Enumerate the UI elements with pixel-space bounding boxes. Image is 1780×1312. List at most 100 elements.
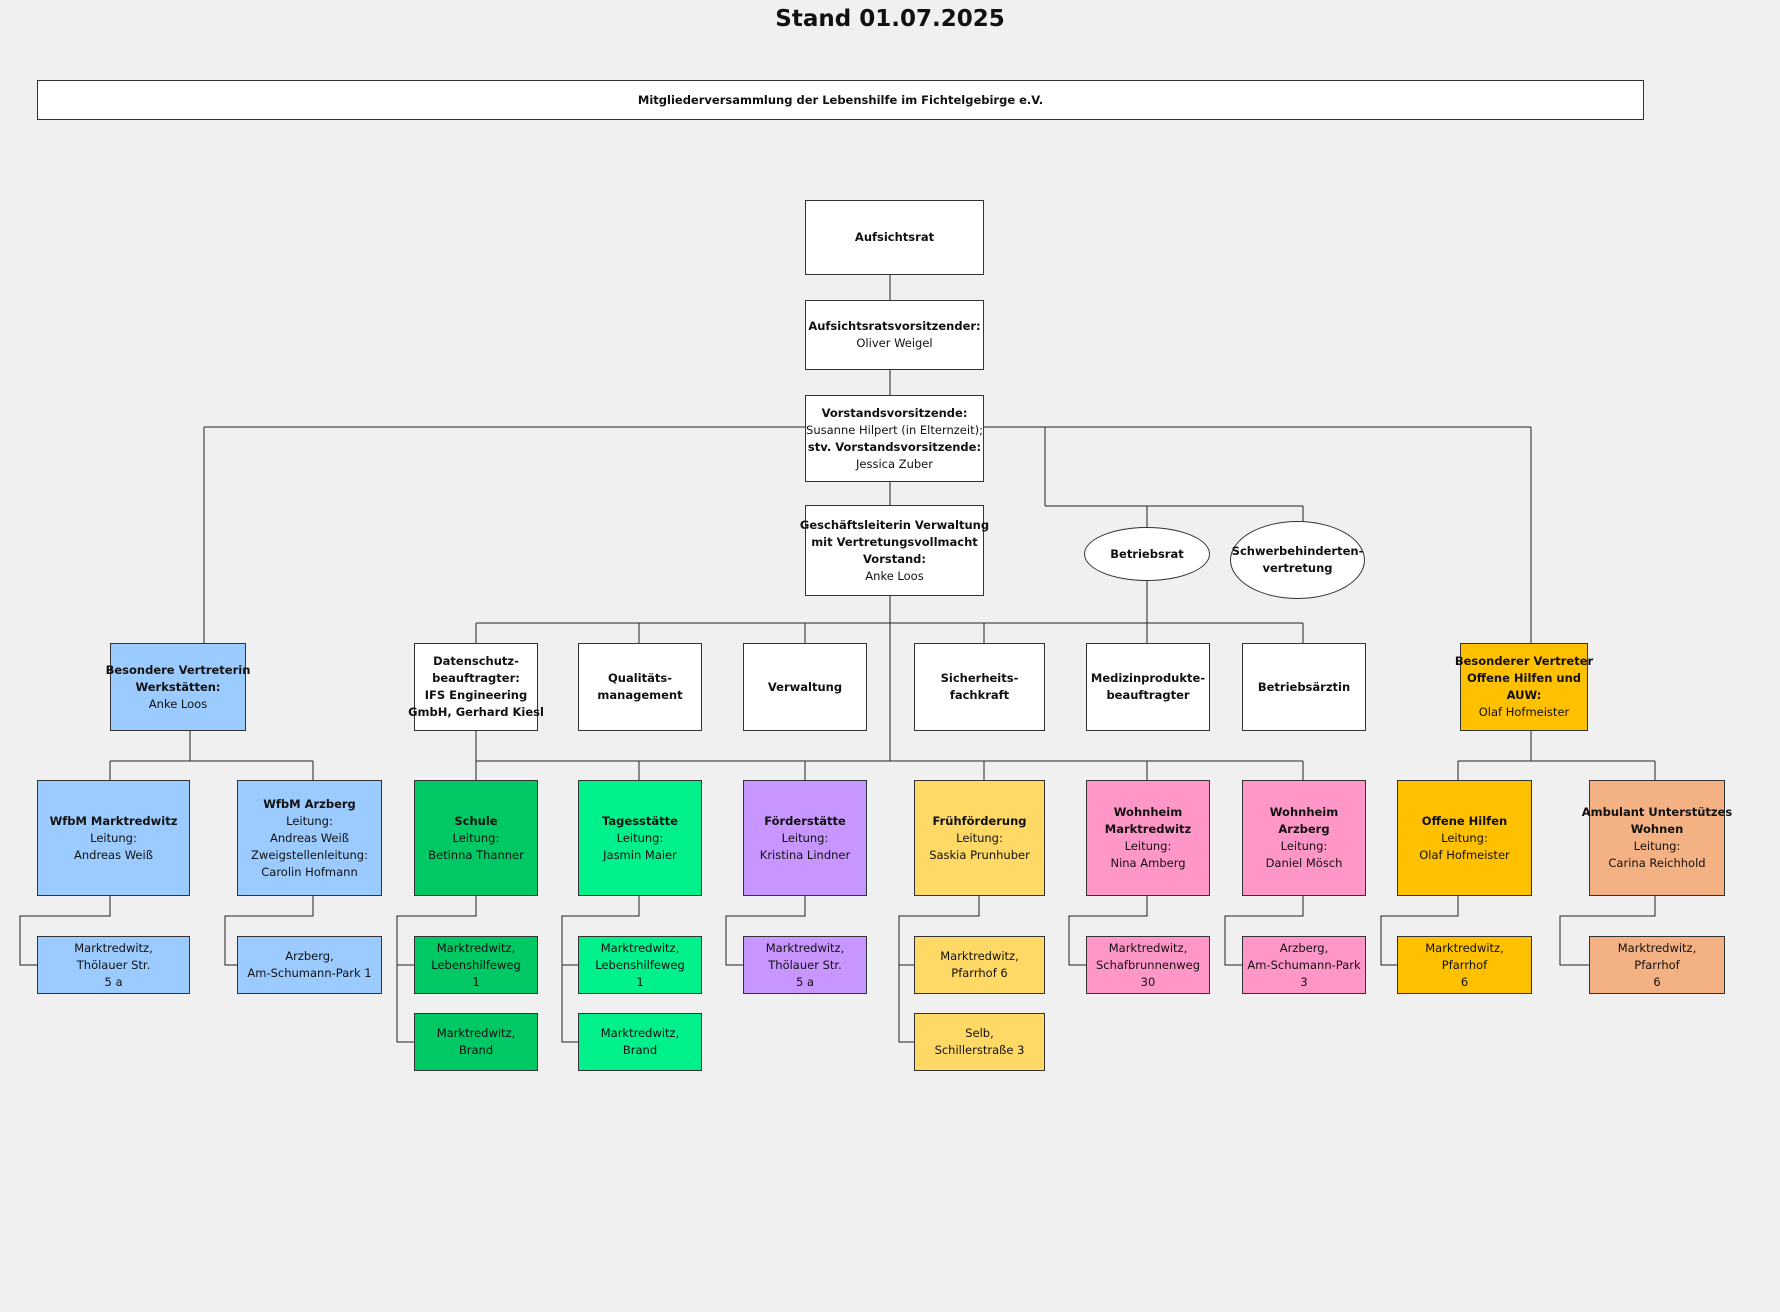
box-text-line: Marktredwitz, — [74, 940, 153, 955]
box-location: Marktredwitz, Lebenshilfeweg 1 — [578, 936, 702, 994]
box-text-line: Aufsichtsratsvorsitzender: — [808, 319, 981, 333]
box-text-line: Lebenshilfeweg — [595, 957, 685, 972]
box-text-line: 30 — [1140, 974, 1156, 989]
box-text-line: Andreas Weiß — [270, 830, 349, 845]
box-text-line: Marktredwitz, — [1425, 940, 1504, 955]
box-text-line: Selb, — [965, 1026, 994, 1040]
box-text-line: Mitgliederversammlung der Lebenshilfe im… — [637, 92, 1044, 107]
box-text-line: management — [597, 688, 683, 702]
box-text-line: Marktredwitz, — [1617, 940, 1697, 955]
box-text-line: Marktredwitz, — [600, 1026, 680, 1040]
box-text-line: Olaf Hofmeister — [1419, 847, 1510, 862]
box-text-line: 1 — [636, 974, 644, 989]
box-qualitaetsmanagement: Qualitäts-management — [578, 643, 702, 731]
box-text-line: beauftragter: — [432, 671, 520, 685]
box-text-line: Nina Amberg — [1110, 856, 1186, 870]
box-text-line: Thölauer Str. — [76, 957, 151, 972]
box-text-line: Jasmin Maier — [603, 847, 677, 862]
box-text-line: Leitung: — [1280, 839, 1328, 853]
box-betriebsaerztin: Betriebsärztin — [1242, 643, 1366, 731]
box-text-line: Lebenshilfeweg — [431, 957, 521, 972]
box-text-line: Leitung: — [452, 830, 500, 845]
box-text-line: Am-Schumann-Park — [1247, 957, 1361, 972]
box-text-line: Jessica Zuber — [856, 456, 933, 471]
box-text-line: Brand — [622, 1043, 658, 1057]
box-text-line: Vorstandsvorsitzende: — [821, 405, 968, 420]
box-text-line: Schwerbehinderten- — [1231, 544, 1364, 558]
page-title: Stand 01.07.2025 — [775, 6, 1005, 32]
box-text-line: Werkstätten: — [135, 679, 221, 694]
box-text-line: Vorstand: — [863, 551, 926, 566]
box-text-line: Pfarrhof — [1634, 957, 1680, 972]
box-text-line: Marktredwitz, — [765, 940, 845, 955]
box-text-line: 6 — [1460, 974, 1469, 989]
box-text-line: Marktredwitz, — [1108, 940, 1188, 955]
box-text-line: Leitung: — [781, 830, 829, 845]
box-text-line: Am-Schumann-Park 1 — [247, 966, 372, 980]
box-text-line: Betinna Thanner — [428, 847, 524, 862]
box-text-line: AUW: — [1506, 688, 1542, 702]
box-text-line: 5 a — [104, 974, 123, 989]
box-text-line: Wohnen — [1630, 822, 1684, 836]
box-text-line: Schule — [454, 813, 498, 828]
box-text-line: Besondere Vertreterin — [105, 662, 251, 677]
box-text-line: Saskia Prunhuber — [929, 847, 1030, 862]
box-text-line: Oliver Weigel — [856, 336, 933, 350]
box-vorstand: Vorstandsvorsitzende: Susanne Hilpert (in… — [805, 395, 984, 482]
box-text-line: Ambulant Unterstützes — [1581, 805, 1733, 819]
box-text-line: Schafbrunnenweg — [1095, 957, 1201, 972]
box-location: Marktredwitz,Brand — [414, 1013, 538, 1071]
box-location: Marktredwitz, Pfarrhof 6 — [914, 936, 1045, 994]
box-text-line: Leitung: — [90, 830, 137, 845]
box-text-line: Kristina Lindner — [759, 847, 851, 862]
box-text-line: IFS Engineering — [424, 688, 528, 702]
box-text-line: Marktredwitz, — [940, 949, 1019, 963]
box-mitgliederversammlung: Mitgliederversammlung der Lebenshilfe im… — [37, 80, 1644, 120]
box-text-line: Offene Hilfen und — [1467, 671, 1581, 685]
box-text-line: Andreas Weiß — [74, 847, 153, 862]
box-text-line: Tagesstätte — [602, 813, 678, 828]
box-text-line: Marktredwitz, — [600, 940, 680, 955]
box-text-line: Verwaltung — [767, 679, 843, 694]
oval-schwerbehindertenvertretung: Schwerbehinderten-vertretung — [1230, 521, 1365, 599]
box-text-line: Anke Loos — [865, 568, 924, 583]
box-text-line: 3 — [1300, 974, 1308, 989]
box-text-line: GmbH, Gerhard Kiesl — [408, 705, 544, 719]
box-text-line: Wohnheim — [1269, 805, 1339, 819]
box-medizinproduktebeauftragter: Medizinprodukte-beauftragter — [1086, 643, 1210, 731]
box-verwaltung: Verwaltung — [743, 643, 867, 731]
box-text-line: Carina Reichhold — [1608, 856, 1706, 870]
box-text-line: Carolin Hofmann — [261, 864, 358, 879]
box-sicherheitsfachkraft: Sicherheits-fachkraft — [914, 643, 1045, 731]
box-text-line: Besonderer Vertreter — [1454, 654, 1594, 668]
box-text-line: Förderstätte — [764, 813, 846, 828]
box-aufsichtsratsvorsitzender: Aufsichtsratsvorsitzender: Oliver Weigel — [805, 300, 984, 370]
box-text-line: beauftragter — [1106, 688, 1190, 702]
box-text-line: Qualitäts- — [608, 671, 672, 685]
box-text-line: Pfarrhof 6 — [951, 966, 1008, 980]
box-text-line: Daniel Mösch — [1265, 856, 1343, 870]
box-text-line: stv. Vorstandsvorsitzende: — [807, 439, 982, 454]
box-text-line: WfbM Arzberg — [263, 796, 356, 811]
box-text-line: Leitung: — [286, 813, 333, 828]
box-location: Selb,Schillerstraße 3 — [914, 1013, 1045, 1071]
box-text-line: Susanne Hilpert (in Elternzeit); — [806, 422, 983, 437]
box-text-line: Leitung: — [616, 830, 664, 845]
box-text-line: Leitung: — [1633, 839, 1681, 853]
box-text-line: 1 — [472, 974, 480, 989]
box-location: Marktredwitz, Schafbrunnenweg 30 — [1086, 936, 1210, 994]
box-text-line: Frühförderung — [932, 813, 1027, 828]
box-datenschutzbeauftragter: Datenschutz-beauftragter:IFS Engineering… — [408, 643, 544, 731]
box-text-line: Arzberg — [1278, 822, 1330, 836]
